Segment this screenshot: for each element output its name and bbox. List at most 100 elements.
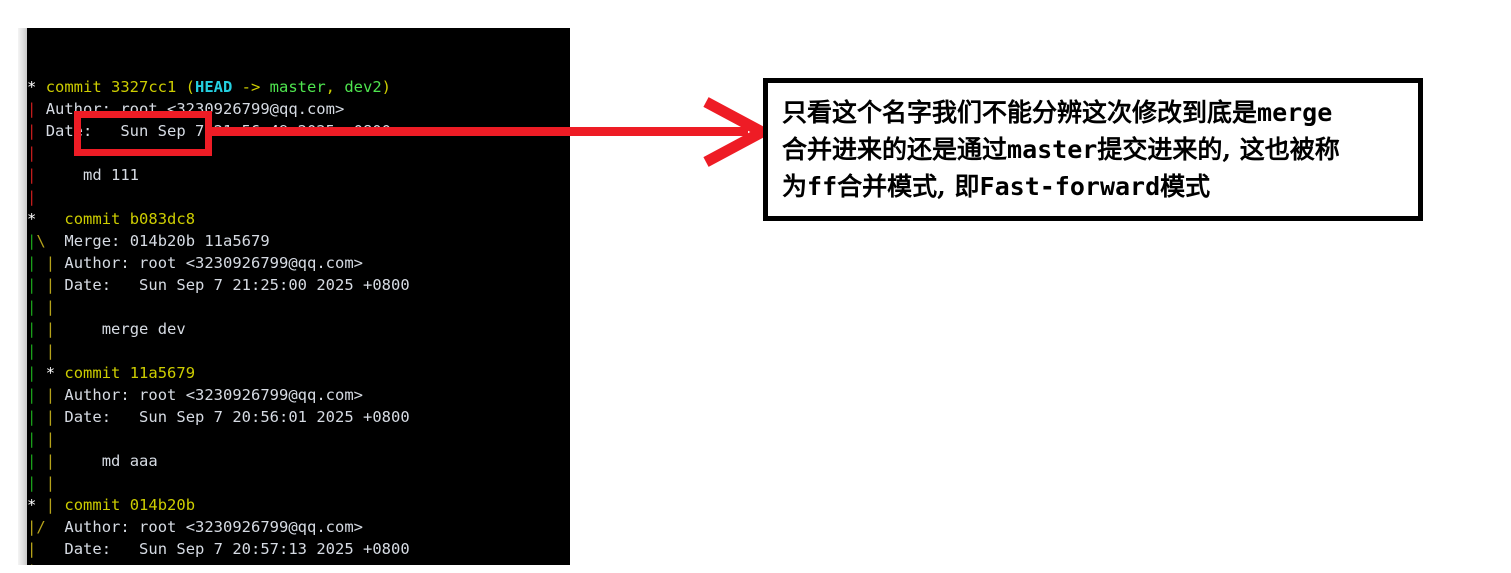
graph-edge: | — [27, 452, 37, 470]
git-log-line: | | Author: root <3230926799@qq.com> — [27, 384, 570, 406]
graph-space — [36, 386, 45, 404]
graph-space — [55, 254, 64, 272]
graph-space — [55, 298, 64, 316]
graph-space — [46, 232, 55, 250]
arrow-head-icon — [703, 97, 770, 167]
git-log-text: Author: root <3230926799@qq.com> — [64, 254, 363, 272]
annotation-line-2: 合并进来的还是通过master提交进来的, 这也被称 — [782, 135, 1340, 164]
graph-space — [46, 540, 55, 558]
graph-edge: | — [27, 276, 37, 294]
graph-edge: | — [27, 364, 37, 382]
git-log-text: ( — [185, 78, 196, 96]
git-log-text: commit b083dc8 — [64, 210, 196, 228]
git-log-line: | | — [27, 340, 570, 362]
graph-commit-node: * — [27, 210, 37, 228]
graph-edge: | — [27, 320, 37, 338]
graph-edge: | — [27, 430, 37, 448]
terminal-window[interactable]: * commit 3327cc1 (HEAD -> master, dev2)|… — [18, 28, 570, 565]
git-log-output: * commit 3327cc1 (HEAD -> master, dev2)|… — [27, 76, 570, 565]
graph-edge: | — [27, 298, 37, 316]
graph-space — [36, 496, 45, 514]
graph-space — [36, 276, 45, 294]
git-log-text: merge dev — [64, 320, 186, 338]
git-log-line: | | Author: root <3230926799@qq.com> — [27, 252, 570, 274]
graph-space — [55, 408, 64, 426]
git-log-text: Date: Sun Sep 7 20:57:13 2025 +0800 — [64, 540, 410, 558]
graph-space — [36, 100, 45, 118]
git-log-line: |\ Merge: 014b20b 11a5679 — [27, 230, 570, 252]
git-log-text: master — [269, 78, 326, 96]
graph-commit-node: * — [27, 78, 37, 96]
graph-edge: | — [27, 144, 37, 162]
git-log-text: md aaa — [64, 452, 158, 470]
graph-space — [55, 562, 64, 565]
graph-space — [55, 342, 64, 360]
git-log-text: md 111 — [45, 166, 140, 184]
graph-edge: | — [45, 276, 56, 294]
graph-space — [55, 430, 64, 448]
graph-space — [36, 430, 45, 448]
graph-edge: \ — [36, 232, 46, 250]
graph-edge: | — [45, 342, 56, 360]
git-log-text: commit 11a5679 — [64, 364, 196, 382]
graph-space — [36, 210, 45, 228]
git-log-text: commit 3327cc1 — [45, 78, 186, 96]
graph-space — [36, 78, 45, 96]
graph-space — [46, 210, 55, 228]
graph-space — [55, 276, 64, 294]
graph-space — [55, 518, 64, 536]
graph-edge: | — [45, 408, 56, 426]
terminal-left-gutter — [18, 28, 27, 565]
git-log-text: Date: Sun Sep 7 20:56:01 2025 +0800 — [64, 408, 410, 426]
graph-space — [55, 496, 64, 514]
git-log-text: dev2 — [344, 78, 382, 96]
git-log-text: Author: root <3230926799@qq.com> — [64, 518, 363, 536]
terminal-screen[interactable]: * commit 3327cc1 (HEAD -> master, dev2)|… — [27, 28, 570, 565]
git-log-text: HEAD — [195, 78, 233, 96]
graph-space — [36, 562, 45, 565]
graph-edge: | — [45, 298, 56, 316]
annotation-callout: 只看这个名字我们不能分辨这次修改到底是merge 合并进来的还是通过master… — [763, 78, 1423, 221]
graph-commit-node: * — [27, 496, 37, 514]
git-log-text: Merge: 014b20b 11a5679 — [64, 232, 270, 250]
graph-edge: | — [27, 386, 37, 404]
graph-edge: | — [45, 474, 56, 492]
graph-edge: / — [36, 518, 46, 536]
git-log-line: | | — [27, 296, 570, 318]
git-log-text: , — [325, 78, 345, 96]
graph-space — [55, 210, 64, 228]
graph-space — [46, 562, 55, 565]
graph-space — [36, 144, 45, 162]
graph-edge: | — [27, 166, 37, 184]
graph-space — [36, 342, 45, 360]
git-log-line: | Author: root <3230926799@qq.com> — [27, 98, 570, 120]
git-log-text: Author: root <3230926799@qq.com> — [45, 100, 345, 118]
graph-commit-node: * — [45, 364, 56, 382]
graph-space — [36, 540, 45, 558]
graph-edge: | — [27, 562, 36, 565]
graph-space — [55, 320, 64, 338]
graph-space — [46, 518, 55, 536]
git-log-text: Date: Sun Sep 7 21:25:00 2025 +0800 — [64, 276, 410, 294]
graph-space — [55, 364, 64, 382]
git-log-line: |/ Author: root <3230926799@qq.com> — [27, 516, 570, 538]
git-log-text: ) — [381, 78, 392, 96]
graph-edge: | — [27, 540, 37, 558]
graph-edge: | — [45, 496, 56, 514]
graph-space — [36, 320, 45, 338]
graph-space — [36, 122, 45, 140]
graph-edge: | — [45, 386, 56, 404]
graph-space — [55, 474, 64, 492]
graph-space — [36, 364, 45, 382]
graph-space — [55, 540, 64, 558]
git-log-line: * commit b083dc8 — [27, 208, 570, 230]
graph-space — [36, 452, 45, 470]
git-log-line: | | Date: Sun Sep 7 20:56:01 2025 +0800 — [27, 406, 570, 428]
graph-edge: | — [45, 452, 56, 470]
annotation-line-1: 只看这个名字我们不能分辨这次修改到底是merge — [782, 98, 1333, 127]
git-log-line: | — [27, 186, 570, 208]
annotation-text: 只看这个名字我们不能分辨这次修改到底是merge 合并进来的还是通过master… — [782, 94, 1408, 205]
git-log-line: | * commit 11a5679 — [27, 362, 570, 384]
graph-edge: | — [27, 342, 37, 360]
git-log-line: | | Date: Sun Sep 7 21:25:00 2025 +0800 — [27, 274, 570, 296]
